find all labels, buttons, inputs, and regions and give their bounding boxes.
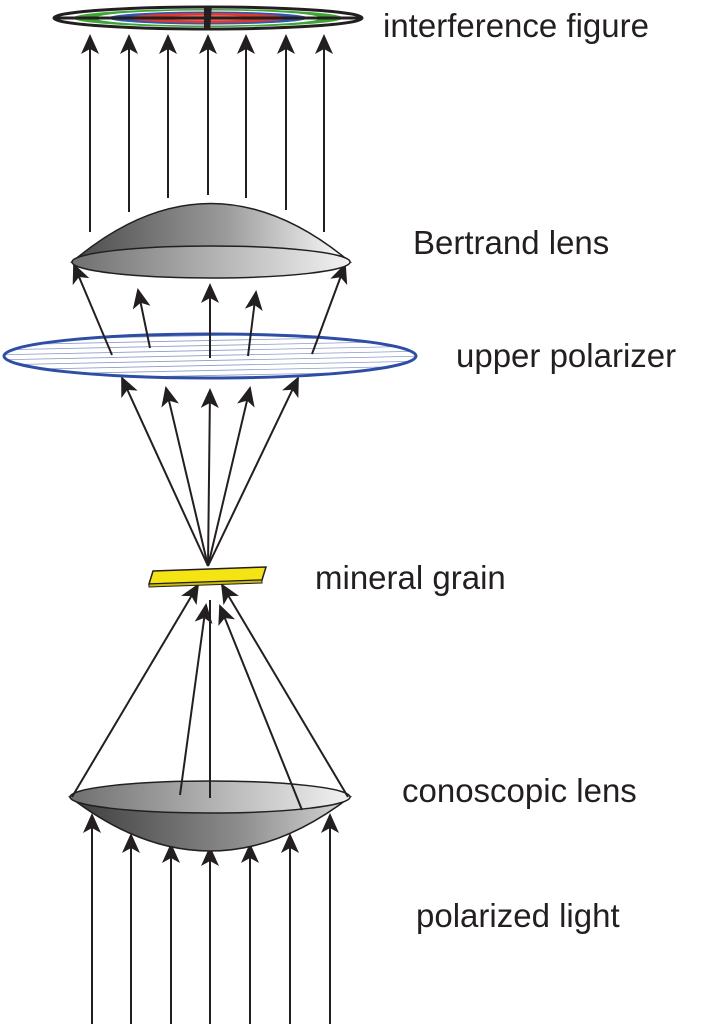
- bertrand-output-rays: [81, 34, 333, 232]
- polarized-light-rays: [83, 813, 339, 1024]
- bertrand-lens: [69, 202, 353, 279]
- converging-ray: [218, 604, 303, 811]
- polarizer-to-bertrand-rays: [72, 263, 348, 358]
- diverging-ray: [161, 386, 209, 567]
- diverging-ray: [200, 388, 219, 567]
- mineral-grain-label: mineral grain: [315, 559, 506, 596]
- converging-ray: [179, 603, 213, 796]
- ray: [72, 263, 113, 356]
- interference-figure-label: interference figure: [383, 7, 649, 44]
- mineral-grain: [147, 566, 268, 588]
- converging-ray: [220, 583, 349, 798]
- diverging-ray: [207, 376, 299, 567]
- interference-figure: [52, 5, 364, 31]
- ray: [244, 290, 263, 357]
- polarized-light-label: polarized light: [416, 897, 620, 934]
- upper-polarizer: [2, 332, 418, 380]
- diverging-rays: [121, 376, 299, 567]
- ray: [132, 288, 151, 349]
- bertrand-lens-label: Bertrand lens: [413, 224, 610, 261]
- conoscopic-lens-label: conoscopic lens: [402, 772, 637, 809]
- converging-ray: [71, 583, 200, 798]
- ray: [311, 263, 348, 355]
- upper-polarizer-label: upper polarizer: [456, 337, 677, 374]
- converging-rays: [71, 583, 349, 811]
- diverging-ray: [121, 376, 209, 567]
- diverging-ray: [207, 386, 255, 567]
